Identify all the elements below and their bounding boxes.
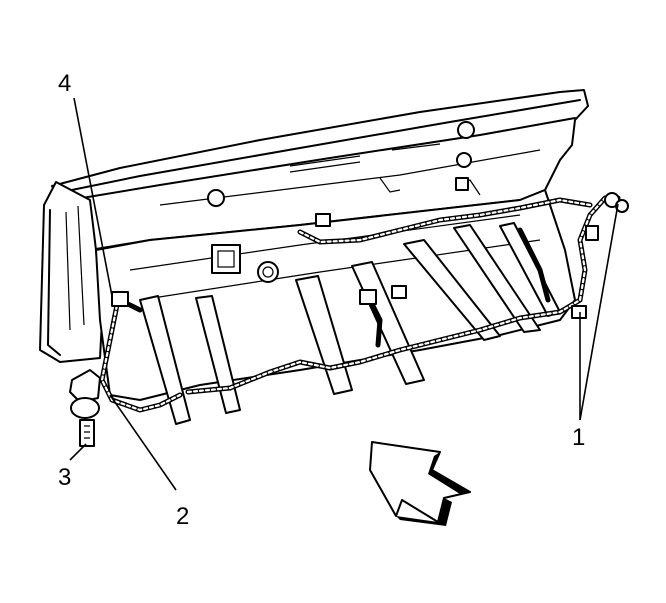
callout-4: 4 (58, 70, 72, 97)
callout-1: 1 (572, 424, 586, 451)
callout-3: 3 (58, 464, 72, 491)
wiring-harness (99, 177, 629, 413)
front-arrow-icon (369, 441, 471, 526)
callout-2: 2 (176, 503, 190, 530)
left-end-panel (39, 181, 103, 363)
leader-lines (69, 97, 619, 491)
component-3-connector (69, 369, 101, 447)
